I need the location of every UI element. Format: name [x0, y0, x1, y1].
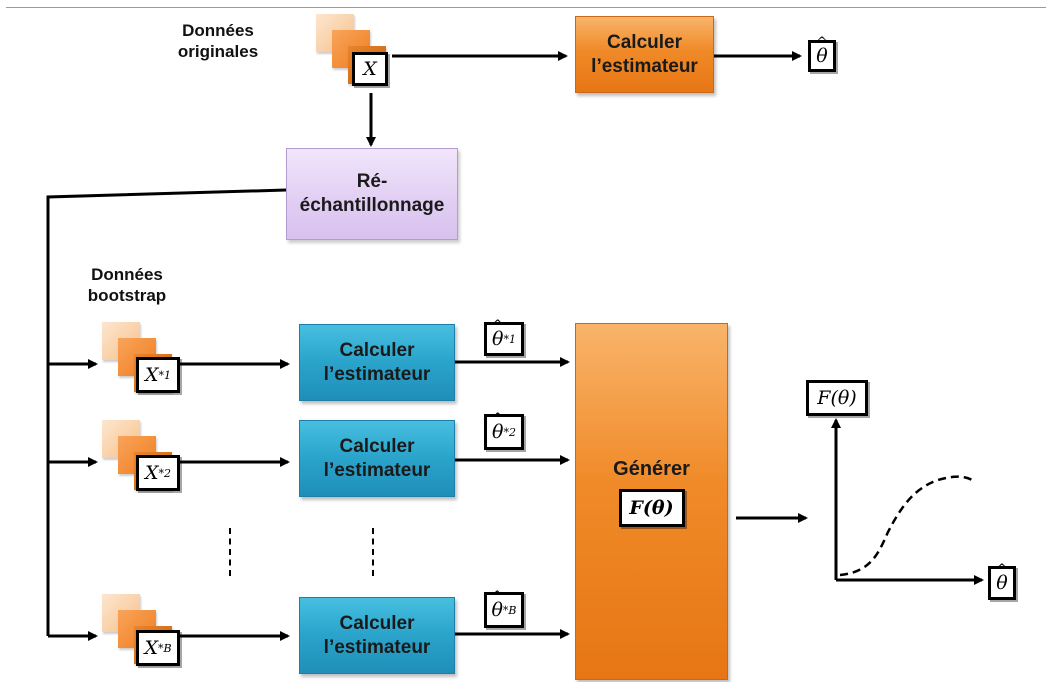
calculer-estimateur-box-1: Calculer l’estimateur [299, 324, 455, 401]
ellipsis-dashes-right [372, 528, 374, 576]
x-star-1-symbol: X*1 [136, 357, 180, 393]
theta-star-2-symbol: θ*2 [484, 414, 524, 450]
theta-hat-output: θ [808, 40, 836, 72]
top-divider-line [6, 7, 1046, 8]
generer-box: Générer F(θ) [575, 323, 728, 680]
f-hat-axis-label: F(θ) [806, 380, 868, 416]
calculer-estimateur-box-2: Calculer l’estimateur [299, 420, 455, 497]
x-original-symbol: X [352, 52, 388, 86]
theta-star-b-symbol: θ*B [484, 592, 524, 628]
donnees-originales-label: Données originales [177, 21, 259, 61]
reechantillonnage-box: Ré-échantillonnage [286, 148, 458, 240]
x-star-2-symbol: X*2 [136, 455, 180, 491]
ellipsis-dashes-left [229, 528, 231, 576]
theta-star-1-symbol: θ*1 [484, 322, 524, 356]
plot-dashed-curve [839, 475, 973, 577]
donnees-bootstrap-label: Données bootstrap [87, 265, 167, 305]
generer-label: Générer [613, 457, 690, 480]
theta-hat-axis-label: θ [988, 566, 1016, 600]
calculer-estimateur-box-top: Calculer l’estimateur [575, 16, 714, 93]
bracket-line [46, 188, 287, 636]
f-hat-inside-generer: F(θ) [618, 488, 685, 527]
calculer-estimateur-box-b: Calculer l’estimateur [299, 597, 455, 674]
x-star-b-symbol: X*B [136, 630, 180, 666]
